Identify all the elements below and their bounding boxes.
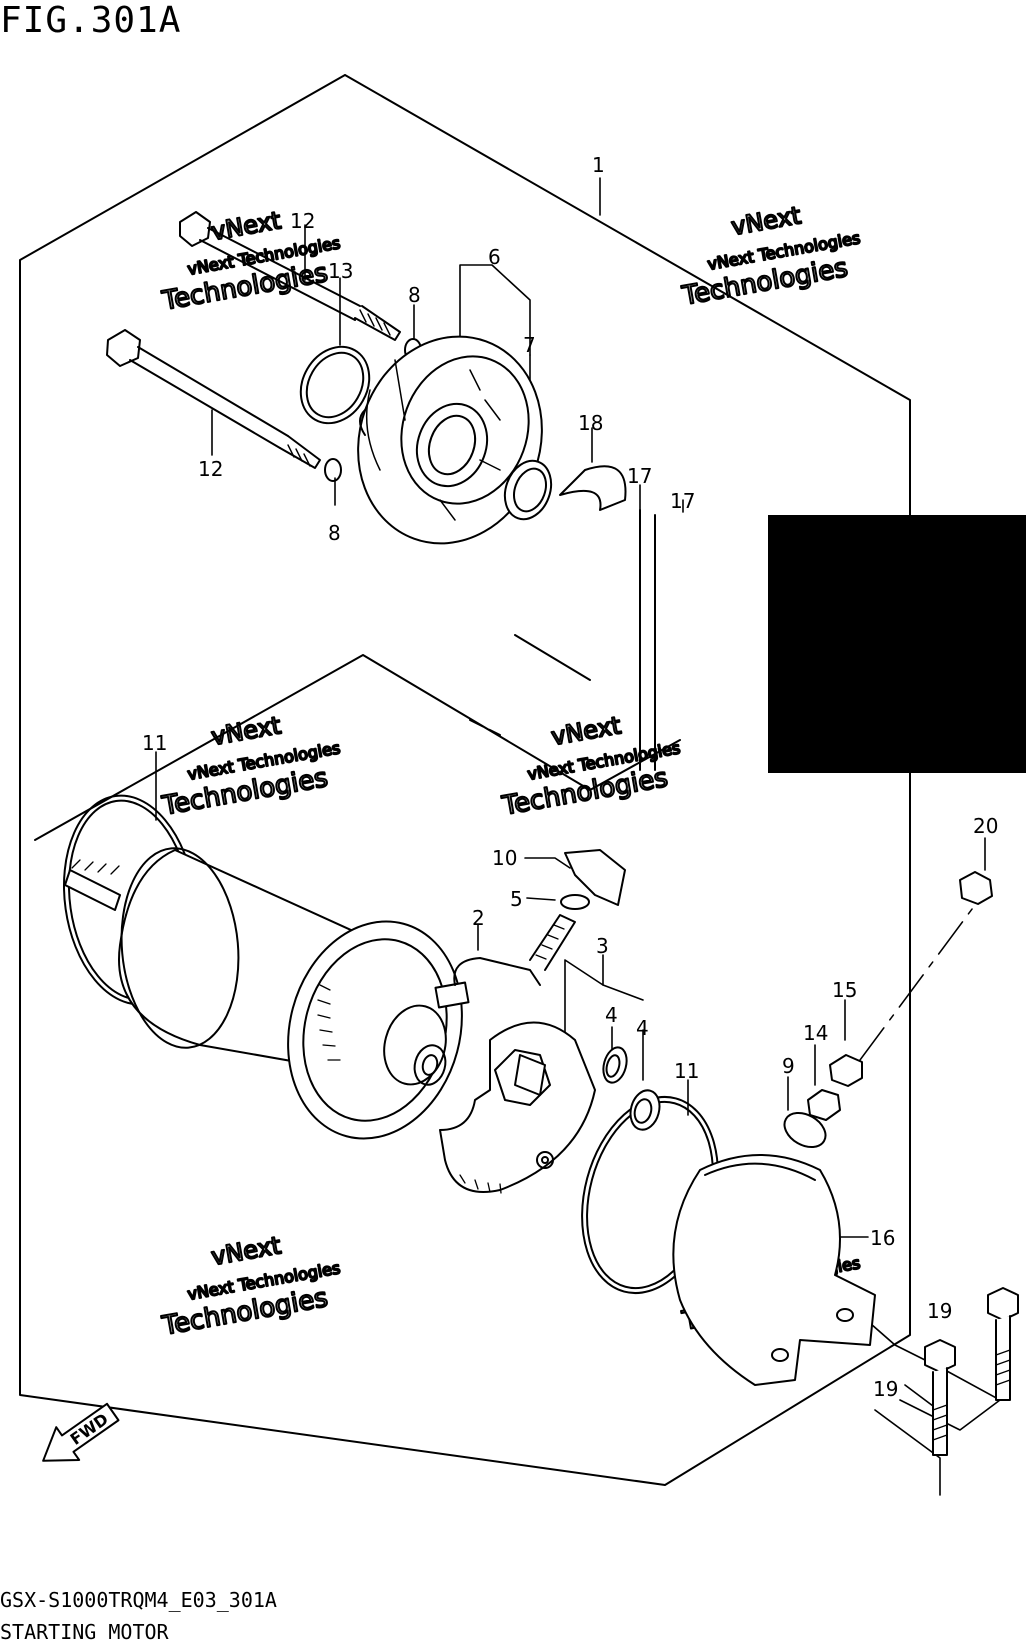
callout-16: 16 bbox=[870, 1226, 895, 1250]
callout-14: 14 bbox=[803, 1021, 828, 1045]
through-bolt-lower bbox=[106, 329, 321, 469]
through-bolt-upper bbox=[179, 211, 401, 341]
nut-14 bbox=[807, 1089, 841, 1121]
bolt-19-right bbox=[987, 1287, 1019, 1401]
terminal-10 bbox=[564, 849, 626, 906]
callout-19-lower: 19 bbox=[873, 1377, 898, 1401]
callout-18: 18 bbox=[578, 411, 603, 435]
watermark-line1: vNext bbox=[209, 711, 283, 751]
diagram-code: GSX-S1000TRQM4_E03_301A bbox=[0, 1588, 277, 1612]
callout-15: 15 bbox=[832, 978, 857, 1002]
callout-labels: 1 12 13 8 6 7 18 17 17 12 8 11 10 5 2 3 … bbox=[142, 153, 998, 1401]
callout-12-upper: 12 bbox=[290, 209, 315, 233]
watermark: vNext vNext Technologies Technologies bbox=[158, 205, 342, 317]
callout-2: 2 bbox=[472, 906, 485, 930]
watermark-line1: vNext bbox=[729, 201, 803, 241]
nut-15 bbox=[829, 1054, 863, 1087]
callout-17-right: 17 bbox=[670, 489, 695, 513]
callout-11-right: 11 bbox=[674, 1059, 699, 1083]
callout-6: 6 bbox=[488, 245, 501, 269]
motor-yoke bbox=[64, 847, 463, 1140]
fwd-arrow: FWD bbox=[42, 1402, 120, 1462]
callout-20: 20 bbox=[973, 814, 998, 838]
callout-7: 7 bbox=[523, 333, 536, 357]
o-ring-13-inner bbox=[305, 351, 365, 419]
callout-17-left: 17 bbox=[627, 464, 652, 488]
bearing-4-lower bbox=[629, 1089, 661, 1131]
watermark-line1: vNext bbox=[209, 206, 283, 246]
watermark: vNext vNext Technologies Technologies bbox=[158, 1230, 342, 1342]
bearing-4-upper bbox=[602, 1046, 628, 1084]
callout-10: 10 bbox=[492, 846, 517, 870]
diagram-name: STARTING MOTOR bbox=[0, 1620, 169, 1644]
washer-8-lower bbox=[324, 458, 342, 482]
oil-seal-7 bbox=[503, 459, 553, 521]
axis-line bbox=[859, 904, 976, 1061]
watermark: vNext vNext Technologies Technologies bbox=[678, 200, 862, 312]
washer-18 bbox=[559, 465, 627, 511]
cap-nut-20 bbox=[959, 871, 993, 905]
callout-5: 5 bbox=[510, 887, 523, 911]
bolt-19-left bbox=[924, 1339, 956, 1456]
callout-4-left: 4 bbox=[605, 1003, 618, 1027]
end-cover-6 bbox=[357, 335, 543, 545]
callout-8-upper: 8 bbox=[408, 283, 421, 307]
watermark: vNext vNext Technologies Technologies bbox=[498, 710, 682, 822]
figure-title: FIG.301A bbox=[0, 0, 182, 41]
callout-13: 13 bbox=[328, 259, 353, 283]
redaction-block bbox=[768, 515, 1026, 773]
callout-9: 9 bbox=[782, 1054, 795, 1078]
callout-11-left: 11 bbox=[142, 731, 167, 755]
brush-2 bbox=[434, 914, 576, 1009]
section-break bbox=[34, 509, 681, 841]
callout-4-right: 4 bbox=[636, 1016, 649, 1040]
rear-cover-16 bbox=[672, 1154, 876, 1386]
o-ring-13 bbox=[299, 345, 371, 425]
callout-8-lower: 8 bbox=[328, 521, 341, 545]
o-ring-5 bbox=[560, 894, 590, 910]
brush-holder-3 bbox=[439, 1021, 596, 1194]
callout-12-lower: 12 bbox=[198, 457, 223, 481]
assembly-boundary bbox=[19, 74, 911, 1486]
callout-1: 1 bbox=[592, 153, 605, 177]
watermark-line1: vNext bbox=[209, 1231, 283, 1271]
callout-19-upper: 19 bbox=[927, 1299, 952, 1323]
watermark-line1: vNext bbox=[549, 711, 623, 751]
callout-3: 3 bbox=[596, 934, 609, 958]
washer-9 bbox=[783, 1111, 827, 1149]
